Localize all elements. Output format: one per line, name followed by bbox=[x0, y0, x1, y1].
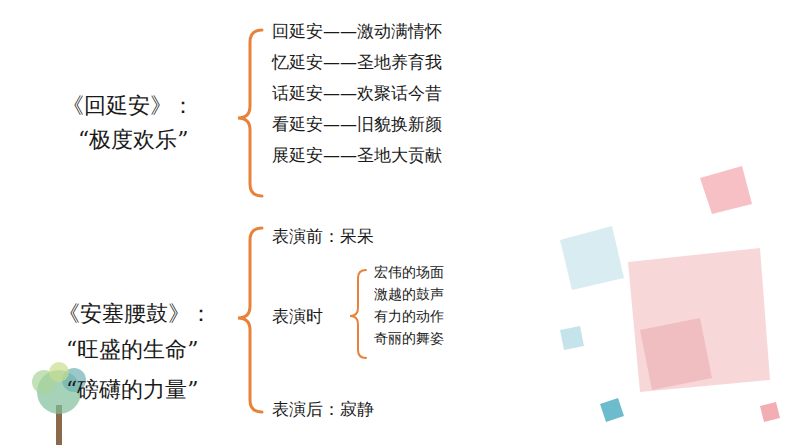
branch-label: 表演前：呆呆 bbox=[272, 226, 374, 247]
tree-picture bbox=[32, 362, 86, 445]
topic-label: 《回延安》： bbox=[62, 92, 194, 120]
branch-label: 展延安——圣地大贡献 bbox=[272, 145, 442, 166]
branch-label: 表演时 bbox=[272, 306, 323, 327]
branch-label: 有力的动作 bbox=[374, 308, 444, 326]
topic-label: 《安塞腰鼓》： bbox=[58, 300, 212, 328]
branch-label: 表演后：寂静 bbox=[272, 399, 374, 420]
topic-label: “磅礴的力量” bbox=[66, 376, 199, 404]
branch-label: 话延安——欢聚话今昔 bbox=[272, 83, 442, 104]
branch-label: 宏伟的场面 bbox=[374, 264, 444, 282]
branch-label: 看延安——旧貌换新颜 bbox=[272, 114, 442, 135]
bracket bbox=[238, 228, 262, 412]
corner-squares bbox=[560, 166, 780, 422]
branch-label: 激越的鼓声 bbox=[374, 286, 444, 304]
branch-label: 忆延安——圣地养育我 bbox=[272, 52, 442, 73]
topic-label: “旺盛的生命” bbox=[66, 336, 199, 364]
branch-label: 奇丽的舞姿 bbox=[374, 330, 444, 348]
bracket bbox=[238, 30, 262, 196]
bracket bbox=[350, 270, 366, 358]
branch-label: 回延安——激动满情怀 bbox=[272, 21, 442, 42]
topic-label: “极度欢乐” bbox=[78, 126, 189, 154]
